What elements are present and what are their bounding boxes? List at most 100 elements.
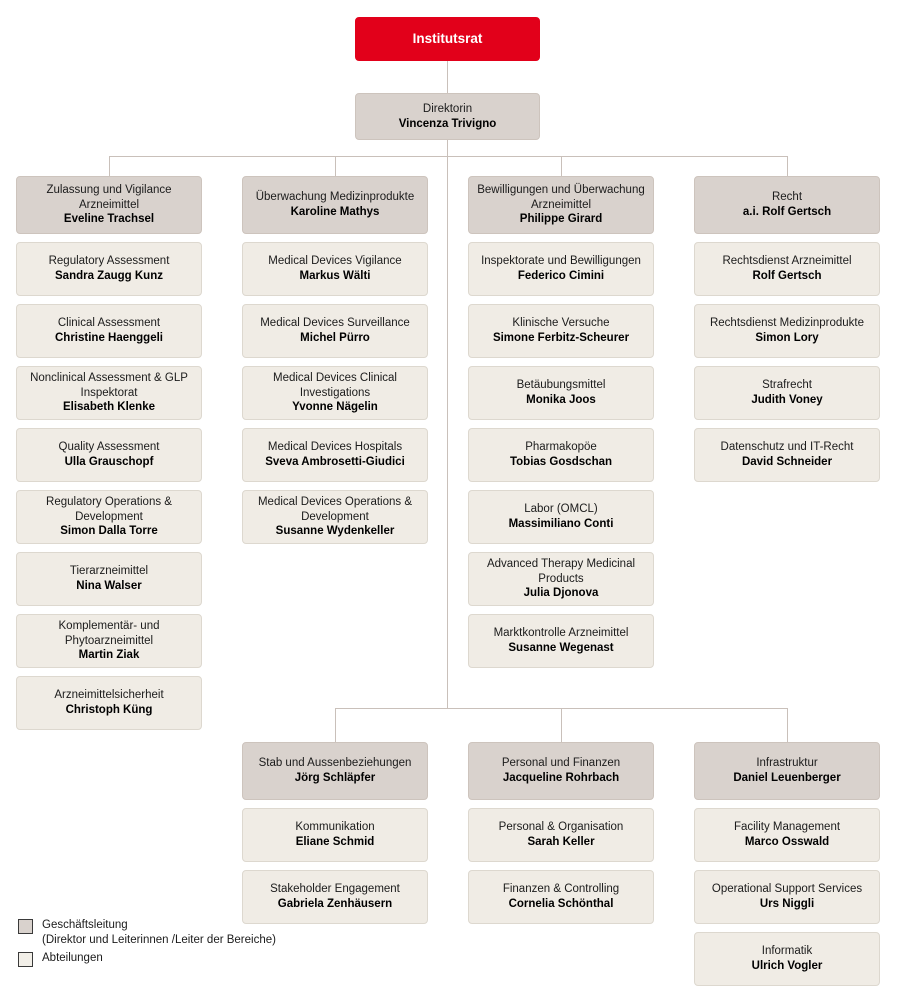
node-unit-label: Personal & Organisation (498, 821, 624, 834)
node-unit-label: Medical Devices Hospitals (267, 441, 403, 454)
connector-director-spine (447, 140, 448, 708)
node-unit-label: Facility Management (733, 821, 841, 834)
node-unit-label: Institutsrat (412, 31, 483, 47)
node-unit-label: Operational Support Services (711, 883, 863, 896)
node-person-label: Christoph Küng (65, 704, 153, 716)
connector-top-bus (109, 156, 787, 157)
node-person-label: Philippe Girard (519, 213, 603, 226)
node-person-label: Simone Ferbitz-Scheurer (492, 332, 630, 344)
node-unit-label: Überwachung Medizinprodukte (255, 191, 415, 204)
node-person-label: Julia Djonova (523, 587, 599, 600)
legend: Geschäftsleitung (Direktor und Leiterinn… (18, 918, 348, 970)
node-unit-label: Medical Devices Clinical Investigations (273, 371, 397, 399)
node-person-label: Monika Joos (526, 394, 596, 406)
legend-swatch-leadership-icon (18, 919, 33, 934)
legend-sublabel-leadership: (Direktor und Leiterinnen /Leiter der Be… (42, 933, 276, 946)
node-unit-label: Klinische Versuche (512, 317, 610, 330)
node-unit-label: Pharmakopöe (525, 441, 597, 454)
node-person-label: Cornelia Schönthal (508, 898, 614, 910)
node-person-label: Karoline Mathys (290, 206, 380, 218)
legend-swatch-department-icon (18, 951, 33, 967)
node-unit-label: Nonclinical Assessment & GLP Inspektorat (30, 371, 188, 399)
node-person-label: Sandra Zaugg Kunz (55, 270, 163, 282)
node-person-label: Susanne Wydenkeller (275, 525, 395, 538)
node-person-label: Rolf Gertsch (752, 270, 822, 282)
node-person-label: Simon Lory (755, 332, 819, 344)
node-unit-label: Marktkontrolle Arzneimittel (493, 627, 629, 640)
node-unit-label: Bewilligungen und Überwachung Arzneimitt… (477, 183, 645, 211)
node-institutsrat[interactable]: Institutsrat (355, 17, 540, 61)
node-unit-label: Medical Devices Operations & Development (257, 495, 413, 523)
node-person-label: Eveline Trachsel (63, 213, 155, 226)
node-unit-label: Medical Devices Vigilance (268, 255, 402, 268)
node-unit-label: Zulassung und Vigilance Arzneimittel (46, 183, 172, 211)
node-person-label: Ulrich Vogler (751, 960, 823, 972)
node-unit-label: Labor (OMCL) (524, 503, 598, 516)
node-person-label: Christine Haenggeli (55, 332, 163, 344)
connector-bottom-drop-1 (561, 708, 562, 742)
node-lead-recht[interactable]: Recht a.i. Rolf Gertsch (694, 176, 880, 234)
node-unit-label: Inspektorate und Bewilligungen (481, 255, 641, 268)
node-unit-label: Advanced Therapy Medicinal Products (486, 557, 636, 585)
node-person-label: Vincenza Trivigno (398, 117, 497, 130)
node-person-label: Massimiliano Conti (508, 518, 614, 530)
node-unit-label: Stakeholder Engagement (270, 883, 400, 896)
legend-row-leadership: Geschäftsleitung (Direktor und Leiterinn… (18, 918, 348, 948)
node-person-label: Ulla Grauschopf (64, 456, 154, 468)
node-person-label: Tobias Gosdschan (509, 456, 613, 468)
legend-row-departments: Abteilungen (18, 951, 348, 967)
node-dept-zulassung-und-vigilance-arzneimittel-2[interactable]: Nonclinical Assessment & GLP Inspektorat… (16, 366, 202, 420)
legend-text-leadership: Geschäftsleitung (Direktor und Leiterinn… (42, 918, 276, 948)
node-dept-bewilligungen-und-ueberwachung-arzneimittel-4[interactable]: Labor (OMCL) Massimiliano Conti (468, 490, 654, 544)
node-unit-label: Rechtsdienst Arzneimittel (722, 255, 852, 268)
connector-top-drop-1 (335, 156, 336, 176)
node-person-label: Nina Walser (76, 580, 142, 592)
node-person-label: Markus Wälti (299, 270, 371, 282)
node-person-label: Urs Niggli (759, 898, 815, 910)
node-person-label: a.i. Rolf Gertsch (742, 206, 832, 218)
node-unit-label: Arzneimittelsicherheit (54, 689, 164, 702)
node-person-label: Marco Osswald (744, 836, 830, 848)
node-unit-label: Recht (771, 191, 803, 204)
node-dept-ueberwachung-medizinprodukte-4[interactable]: Medical Devices Operations & Development… (242, 490, 428, 544)
node-lead-bewilligungen-und-ueberwachung-arzneimittel[interactable]: Bewilligungen und Überwachung Arzneimitt… (468, 176, 654, 234)
node-unit-label: Personal und Finanzen (501, 757, 621, 770)
node-person-label: Jörg Schläpfer (294, 772, 376, 784)
node-unit-label: Stab und Aussenbeziehungen (258, 757, 412, 770)
